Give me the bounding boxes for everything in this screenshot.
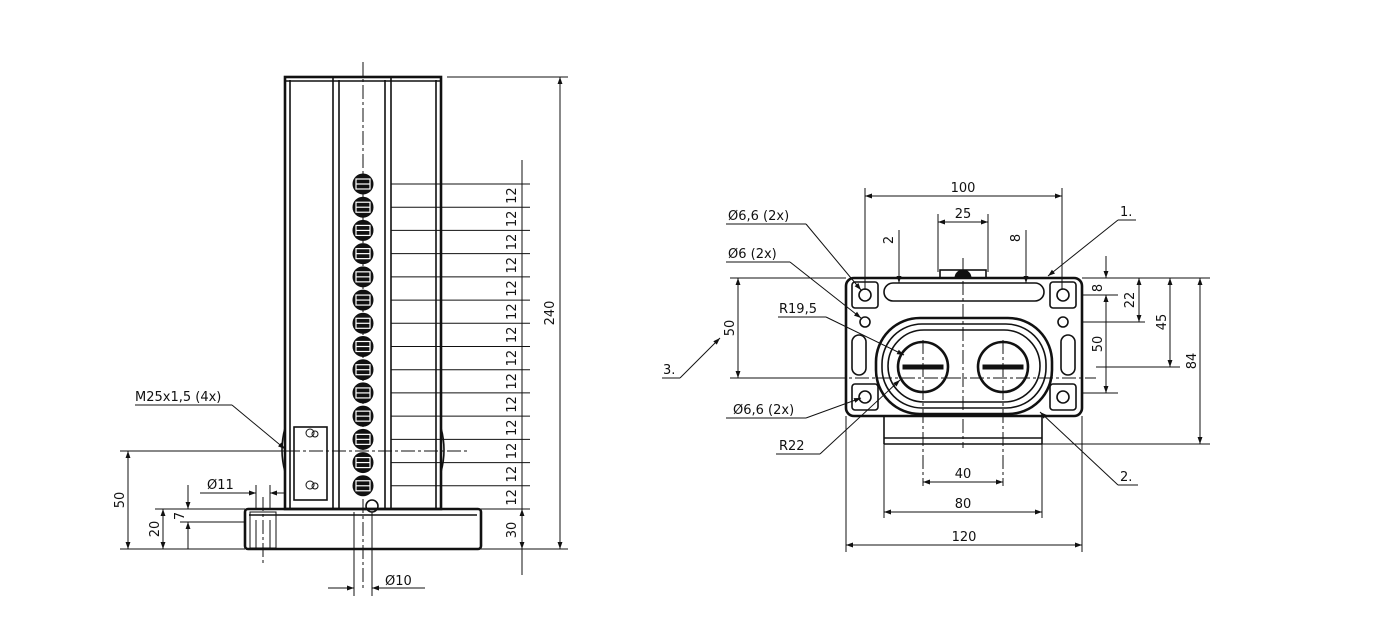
dim-7-label: 7 [173,512,188,520]
dim-2-label: 2 [882,236,897,244]
pitch-label: 12 [505,211,520,228]
pitch-label: 12 [505,234,520,251]
dim-phi66-bottom-label: Ø6,6 (2x) [733,403,794,418]
dim-50-right-label: 50 [1091,336,1106,353]
pitch-label: 12 [505,373,520,390]
dim-r22-label: R22 [779,439,805,454]
dim-120-label: 120 [952,530,977,545]
pitch-label: 12 [505,280,520,297]
pitch-label: 12 [505,187,520,204]
dim-phi66-top-label: Ø6,6 (2x) [728,209,789,224]
callout-3-label: 3. [663,363,675,378]
pitch-label: 12 [505,443,520,460]
dim-40-label: 40 [955,467,972,482]
dim-phi10-label: Ø10 [385,574,412,589]
gland-box [293,426,328,501]
dim-r195-label: R19,5 [779,302,817,317]
dim-84-label: 84 [1185,353,1200,370]
dim-100-label: 100 [951,181,976,196]
pitch-label: 12 [505,489,520,506]
dim-8-right-label: 8 [1091,284,1106,292]
pitch-label: 12 [505,466,520,483]
dim-240-label: 240 [543,301,558,326]
dim-22-label: 22 [1123,292,1138,309]
dim-phi6-label: Ø6 (2x) [728,247,777,262]
thread-label: M25x1,5 (4x) [135,390,221,405]
dim-50-front-label: 50 [113,492,128,509]
callout-1-label: 1. [1120,205,1132,220]
dim-50-left-label: 50 [723,320,738,337]
dim-phi11-label: Ø11 [207,478,234,493]
dim-25-label: 25 [955,207,972,222]
front-view: 12 12 12 12 12 12 12 12 12 12 12 12 12 12 30 240 50 2… [113,62,568,596]
flange-outline [844,276,1084,418]
dim-45-label: 45 [1155,314,1170,331]
dim-30-label: 30 [505,522,520,539]
pitch-label: 12 [505,419,520,436]
pitch-label: 12 [505,327,520,344]
pitch-dimension-chain: 12 12 12 12 12 12 12 12 12 12 12 12 12 12 [391,183,530,509]
callout-2-label: 2. [1120,470,1132,485]
dim-20-label: 20 [148,521,163,538]
pitch-label: 12 [505,303,520,320]
plan-view: 100 25 2 8 Ø6,6 (2x) Ø6 (2x) R19,5 50 3. [662,181,1210,552]
led-stack [352,173,374,497]
pitch-label: 12 [505,350,520,367]
dim-80-label: 80 [955,497,972,512]
pitch-label: 12 [505,396,520,413]
dim-8-top-label: 8 [1009,234,1024,242]
housing-rim [874,316,1054,416]
pitch-label: 12 [505,257,520,274]
